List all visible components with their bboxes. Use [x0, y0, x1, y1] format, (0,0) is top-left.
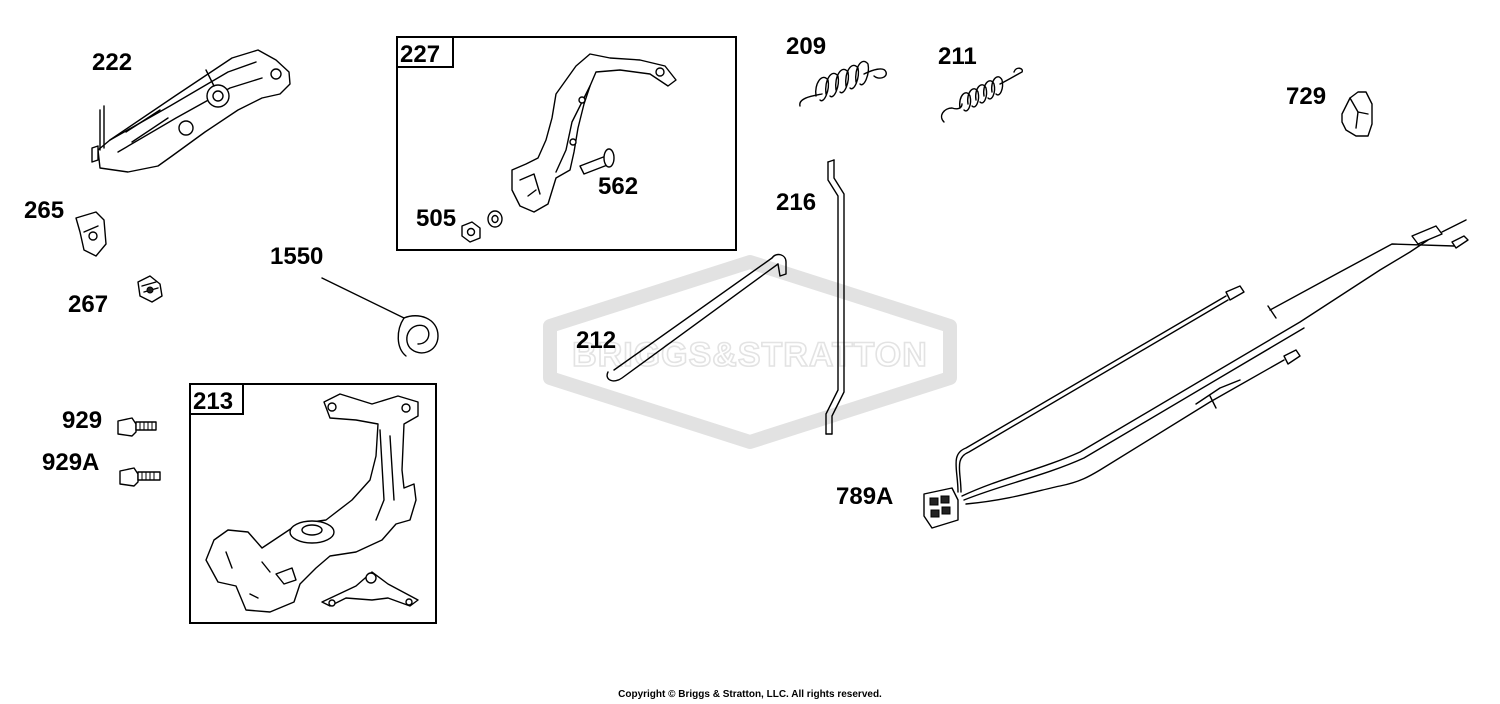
box-227: [396, 36, 737, 251]
part-216-rod[interactable]: [825, 159, 845, 435]
part-1550-wire-link[interactable]: [321, 277, 439, 357]
part-267-screw[interactable]: [137, 275, 163, 303]
part-213-base-plate[interactable]: [321, 571, 419, 607]
callout-929A: 929A: [42, 449, 99, 476]
harness-connector: [923, 487, 959, 529]
part-222-control-bracket[interactable]: [91, 49, 291, 173]
callout-789A: 789A: [836, 483, 893, 510]
callout-929: 929: [62, 407, 102, 434]
callout-212: 212: [576, 327, 616, 354]
part-213-control-bracket[interactable]: [205, 393, 419, 613]
callout-227: 227: [400, 41, 440, 68]
callout-1550: 1550: [270, 243, 323, 270]
part-211-spring[interactable]: [940, 67, 1023, 123]
part-209-spring[interactable]: [799, 60, 887, 107]
callout-505: 505: [416, 205, 456, 232]
part-789A-wire-harness[interactable]: [923, 219, 1469, 529]
briggs-stratton-watermark: BRIGGS&STRATTON: [543, 255, 957, 449]
callout-222: 222: [92, 49, 132, 76]
copyright-notice: Copyright © Briggs & Stratton, LLC. All …: [618, 689, 882, 700]
part-562-pin[interactable]: [579, 148, 615, 175]
callout-729: 729: [1286, 83, 1326, 110]
callout-211: 211: [938, 43, 977, 70]
part-212-link-rod[interactable]: [606, 253, 787, 382]
callout-216: 216: [776, 189, 816, 216]
box-213: [189, 383, 437, 624]
callout-265: 265: [24, 197, 64, 224]
part-729-clip[interactable]: [1341, 91, 1373, 137]
part-505-nut[interactable]: [461, 221, 481, 243]
callout-209: 209: [786, 33, 826, 60]
part-929-bolt[interactable]: [117, 417, 157, 437]
callout-562: 562: [598, 173, 638, 200]
watermark-text: BRIGGS&STRATTON: [572, 336, 928, 374]
part-505-washer[interactable]: [487, 210, 503, 228]
part-265-clip[interactable]: [75, 211, 107, 257]
callout-213: 213: [193, 388, 233, 415]
callout-267: 267: [68, 291, 108, 318]
part-227-governor-bracket[interactable]: [511, 53, 677, 213]
part-929A-bolt[interactable]: [119, 467, 161, 487]
